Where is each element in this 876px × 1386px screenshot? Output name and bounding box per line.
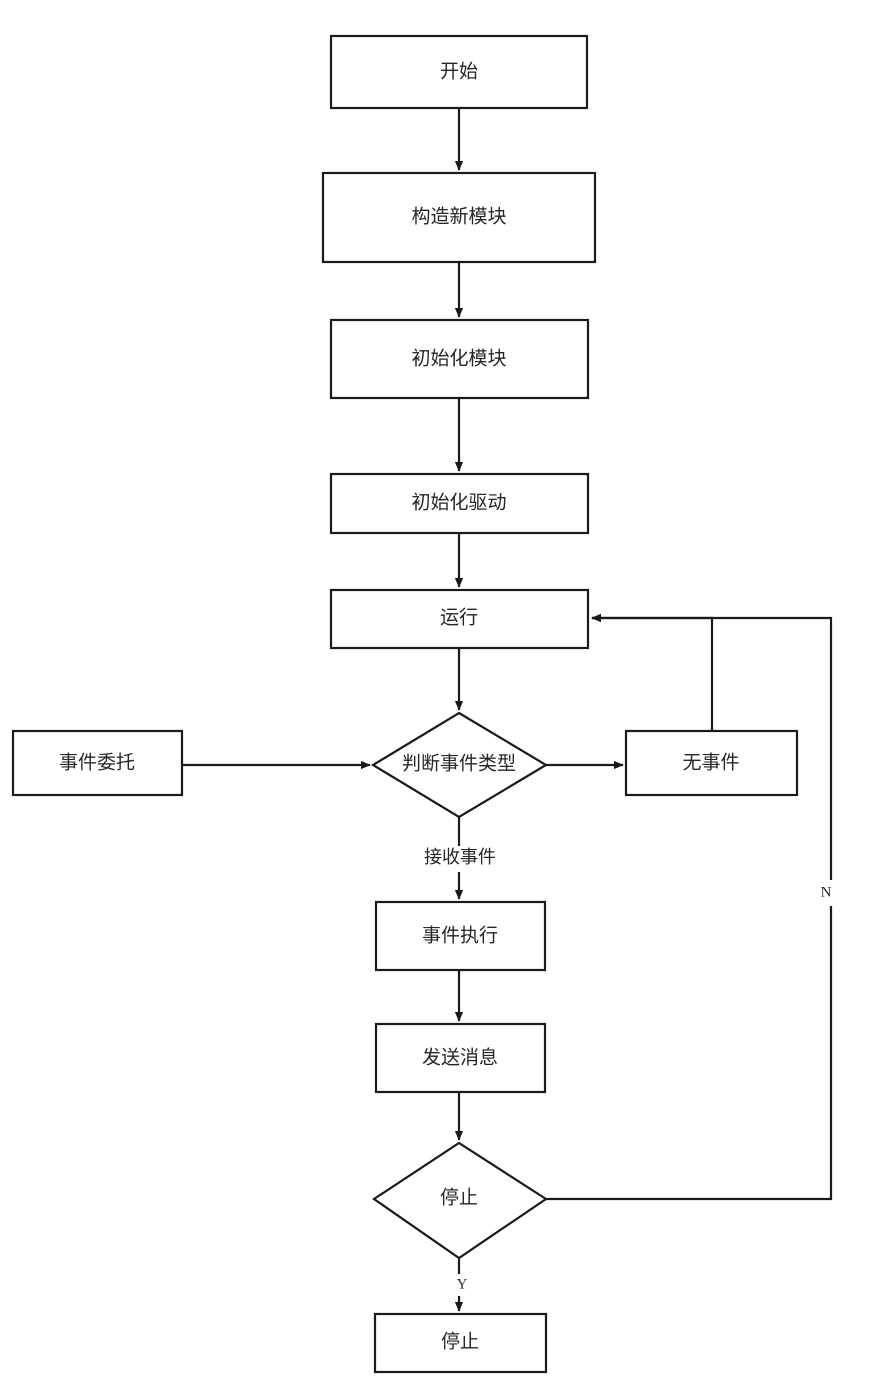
node-stop[interactable]: 停止 (373, 1312, 548, 1374)
node-send-message[interactable]: 发送消息 (374, 1022, 547, 1094)
node-no-event-label: 无事件 (682, 751, 739, 773)
node-init-module-label: 初始化模块 (411, 347, 506, 369)
node-no-event[interactable]: 无事件 (624, 729, 799, 797)
node-exec-event[interactable]: 事件执行 (374, 900, 547, 972)
edge-label-no: N (816, 880, 836, 906)
node-decide-event-type-label: 判断事件类型 (402, 752, 516, 774)
node-event-delegate[interactable]: 事件委托 (11, 729, 184, 797)
node-event-delegate-label: 事件委托 (59, 751, 135, 773)
node-send-message-label: 发送消息 (422, 1046, 498, 1068)
edge-label-yes: Y (448, 1274, 470, 1296)
node-init-driver[interactable]: 初始化驱动 (329, 472, 590, 535)
edge-no-event-to-run (591, 613, 714, 731)
edge-label-receive-event-text: 接收事件 (424, 847, 496, 867)
node-decide-event-type[interactable]: 判断事件类型 (370, 711, 549, 819)
node-start[interactable]: 开始 (329, 34, 589, 110)
edge-label-no-text: N (821, 884, 832, 900)
node-init-driver-label: 初始化驱动 (411, 491, 506, 513)
node-run[interactable]: 运行 (329, 588, 590, 650)
node-decide-stop-label: 停止 (440, 1186, 478, 1208)
edge-label-yes-text: Y (457, 1276, 468, 1292)
node-run-label: 运行 (440, 606, 478, 628)
node-init-module[interactable]: 初始化模块 (329, 318, 590, 400)
node-build-module[interactable]: 构造新模块 (321, 171, 597, 264)
edge-decide-stop-no-to-run (546, 613, 833, 1201)
edge-label-receive-event: 接收事件 (410, 846, 510, 872)
node-decide-stop[interactable]: 停止 (372, 1141, 548, 1260)
node-build-module-label: 构造新模块 (411, 205, 506, 227)
node-stop-label: 停止 (441, 1330, 479, 1352)
node-exec-event-label: 事件执行 (422, 924, 498, 946)
node-start-label: 开始 (440, 60, 478, 82)
